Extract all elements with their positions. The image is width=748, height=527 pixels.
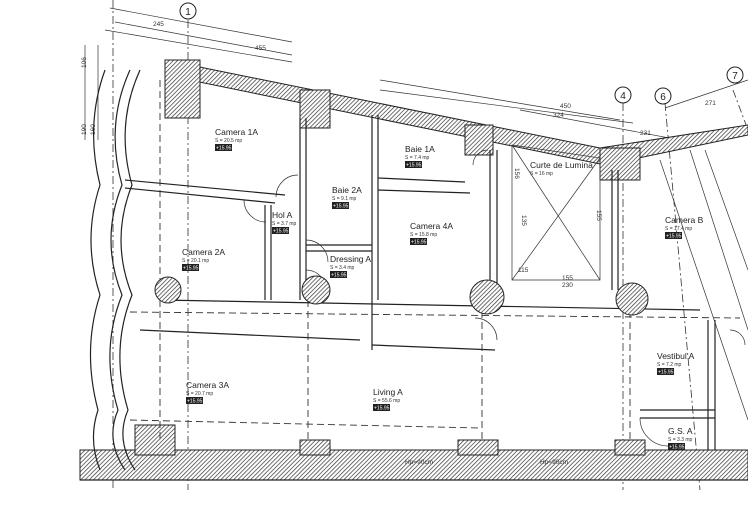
room-area: S = 16 mp xyxy=(530,171,553,177)
room-area: S = 20.7 mp xyxy=(186,391,213,397)
room-level: +15.95 xyxy=(183,266,199,272)
sill-note-1: Hp=90cm xyxy=(405,459,433,466)
room-name: Vestibul A xyxy=(657,351,695,361)
room-area: S = 7.2 mp xyxy=(657,362,682,368)
grid-bubble-1 xyxy=(179,2,197,20)
level-tag xyxy=(668,443,685,450)
room-name: Camera 4A xyxy=(410,221,453,231)
dim-245: 245 xyxy=(153,21,164,28)
room-area: S = 55.6 mp xyxy=(373,398,400,404)
room-label: Vestibul AS = 7.2 mp +15.95 xyxy=(657,351,695,376)
room-area: S = 15.8 mp xyxy=(410,232,437,238)
room-level: +15.95 xyxy=(216,146,232,152)
room-label: Living AS = 55.6 mp +15.95 xyxy=(373,387,403,412)
dim-450: 450 xyxy=(560,103,571,110)
light-court: 115 155 230 135 155 156 xyxy=(511,144,602,289)
room-name: G.S. A xyxy=(668,426,693,436)
room-name: Living A xyxy=(373,387,403,397)
room-label: Camera 1AS = 20.5 mp +15.95 xyxy=(215,127,258,152)
grid-label-1: 1 xyxy=(185,7,191,18)
dim-156: 156 xyxy=(513,168,520,179)
column xyxy=(469,279,505,315)
grid-label-7: 7 xyxy=(732,71,738,82)
room-name: Hol A xyxy=(272,210,293,220)
level-tag xyxy=(330,271,347,278)
grid-bubble-7 xyxy=(726,66,744,84)
dim-455: 455 xyxy=(255,45,266,52)
room-name: Camera 2A xyxy=(182,247,225,257)
dim-155: 155 xyxy=(562,275,573,282)
doors xyxy=(243,149,746,447)
room-label: Baie 1AS = 7.4 mp +15.95 xyxy=(405,144,435,169)
room-area: S = 3.4 mp xyxy=(330,265,355,271)
dim-115: 115 xyxy=(518,267,529,274)
grid-label-4: 4 xyxy=(620,91,626,102)
room-level: +15.95 xyxy=(411,240,427,246)
level-tag xyxy=(405,161,422,168)
room-label: Camera BS = 17.4 mp +15.95 xyxy=(665,215,704,240)
room-level: +15.95 xyxy=(333,204,349,210)
grid-bubble-4 xyxy=(614,86,632,104)
grid-label-6: 6 xyxy=(660,92,666,103)
room-level: +15.95 xyxy=(406,163,422,169)
room-name: Camera B xyxy=(665,215,704,225)
room-level: +15.95 xyxy=(666,234,682,240)
room-area: S = 17.4 mp xyxy=(665,226,692,232)
dim-106: 106 xyxy=(81,57,88,68)
room-area: S = 3.3 mp xyxy=(668,437,693,443)
level-tag xyxy=(332,202,349,209)
sill-note-2: Hp=90cm xyxy=(540,459,568,466)
dim-324: 324 xyxy=(553,112,564,119)
room-name: Baie 2A xyxy=(332,185,362,195)
dim-271: 271 xyxy=(705,100,716,107)
columns xyxy=(154,275,649,316)
room-name: Curte de Lumina xyxy=(530,160,593,170)
room-level: +15.95 xyxy=(374,406,390,412)
room-label: Camera 2AS = 20.1 mp +15.95 xyxy=(182,247,225,272)
room-label: Hol AS = 3.7 mp +15.95 xyxy=(272,210,297,235)
column xyxy=(154,276,182,304)
room-level: +15.95 xyxy=(669,445,685,451)
grid-bubble-6 xyxy=(654,87,672,105)
level-tag xyxy=(665,232,682,239)
dim-231: 231 xyxy=(640,130,651,137)
dim-190: 190 xyxy=(81,124,88,135)
level-tag xyxy=(410,238,427,245)
room-area: S = 9.1 mp xyxy=(332,196,357,202)
room-area: S = 7.4 mp xyxy=(405,155,430,161)
room-name: Dressing A xyxy=(330,254,371,264)
room-label: G.S. AS = 3.3 mp +15.95 xyxy=(668,426,693,451)
room-name: Baie 1A xyxy=(405,144,435,154)
dim-230: 230 xyxy=(562,282,573,289)
dim-155-vertical: 155 xyxy=(595,210,602,221)
room-name: Camera 3A xyxy=(186,380,229,390)
room-label: Baie 2AS = 9.1 mp +15.95 xyxy=(332,185,362,210)
room-level: +15.95 xyxy=(273,229,289,235)
room-label: Camera 3AS = 20.7 mp +15.95 xyxy=(186,380,229,405)
room-area: S = 20.5 mp xyxy=(215,138,242,144)
column xyxy=(615,282,649,316)
room-level: +15.95 xyxy=(331,273,347,279)
room-level: +15.95 xyxy=(187,399,203,405)
interior-walls xyxy=(124,80,748,450)
dim-135: 135 xyxy=(520,215,527,226)
level-tag xyxy=(215,144,232,151)
room-name: Camera 1A xyxy=(215,127,258,137)
level-tag xyxy=(272,227,289,234)
curved-facade xyxy=(89,69,141,471)
level-tag xyxy=(186,397,203,404)
room-label: Dressing AS = 3.4 mp +15.95 xyxy=(330,254,371,279)
room-level: +15.95 xyxy=(658,370,674,376)
level-tag xyxy=(657,368,674,375)
level-tag xyxy=(182,264,199,271)
column xyxy=(301,275,331,305)
room-label: Camera 4AS = 15.8 mp +15.95 xyxy=(410,221,453,246)
room-area: S = 20.1 mp xyxy=(182,258,209,264)
level-tag xyxy=(373,404,390,411)
exterior-walls xyxy=(79,59,748,481)
room-area: S = 3.7 mp xyxy=(272,221,297,227)
